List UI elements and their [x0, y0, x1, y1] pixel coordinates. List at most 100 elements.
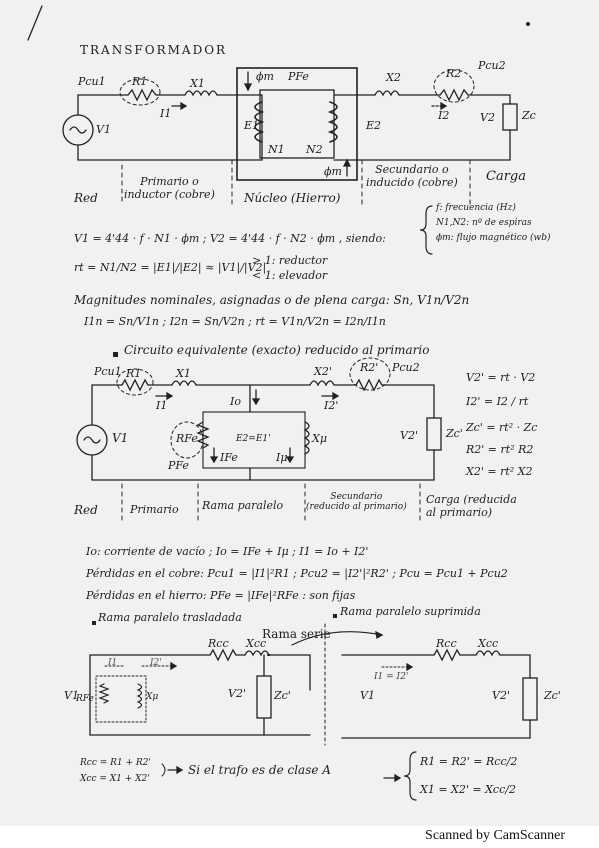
scanner-footer: Scanned by CamScanner	[0, 826, 599, 848]
fig2-e: E2=E1'	[236, 434, 271, 444]
fig1-caption-nucleo: Núcleo (Hierro)	[244, 191, 341, 205]
fig2-pcu1: Pcu1	[94, 365, 122, 378]
fig2-caption-carga: Carga (reducida al primario)	[426, 493, 517, 519]
fig4-v2p: V2'	[492, 689, 510, 702]
fig4-heading: Rama paralelo suprimida	[340, 605, 481, 618]
bullet-3	[333, 614, 337, 618]
fig2-r2p: R2'	[360, 361, 379, 374]
legend-freq: f: frecuencia (Hz)	[436, 203, 516, 213]
fig2-xmu: Xμ	[312, 432, 327, 445]
fig1-i2: I2	[438, 109, 450, 122]
fig1-caption-secundario: Secundario o inducido (cobre)	[366, 163, 458, 189]
formula-ratio: rt = N1/N2 = |E1|/|E2| ≈ |V1|/|V2|	[74, 261, 267, 274]
fig1-dividers	[121, 159, 471, 206]
fig1-zc: Zc	[522, 109, 536, 122]
fig4-zcp: Zc'	[544, 689, 561, 702]
fig2-rfe: RFe	[176, 432, 198, 445]
fig1-caption-carga: Carga	[486, 169, 526, 184]
fig3-v2p: V2'	[228, 687, 246, 700]
fig4-xcc: Xcc	[478, 637, 499, 650]
fig2-caption-secundario: Secundario (reducido al primario)	[306, 492, 407, 513]
fig2-circuit	[76, 357, 442, 481]
fig2-dividers	[121, 483, 421, 521]
fig2-caption-primario: Primario	[130, 503, 179, 516]
small-brace	[161, 763, 166, 777]
result-x: X1 = X2' = Xcc/2	[420, 783, 516, 796]
section-heading-exact: Circuito equivalente (exacto) reducido a…	[124, 343, 430, 357]
fig3-xcc: Xcc	[246, 637, 267, 650]
ratio-reductor: > 1: reductor	[252, 254, 328, 267]
fig2-eq-r2p: R2' = rt² R2	[466, 443, 534, 456]
fig1-e1: E1	[244, 119, 260, 132]
fig2-pcu2: Pcu2	[392, 361, 420, 374]
fig1-primary-circuit	[62, 78, 263, 161]
formula-currents: I1n = Sn/V1n ; I2n = Sn/V2n ; rt = V1n/V…	[84, 315, 386, 328]
bullet-2	[92, 621, 96, 625]
fig3-v1: V1	[64, 689, 79, 702]
legend-turns: N1,N2: nº de espiras	[436, 218, 532, 228]
fig2-io: Io	[230, 395, 241, 408]
fig2-eq-zcp: Zc' = rt² · Zc	[466, 421, 538, 434]
fig1-n2: N2	[306, 143, 323, 156]
result-brace	[403, 751, 417, 801]
fig1-i1: I1	[160, 107, 172, 120]
fig1-caption-red: Red	[74, 191, 98, 205]
fig4-current: I1 = I2'	[374, 672, 409, 682]
fig2-eq-x2p: X2' = rt² X2	[466, 465, 533, 478]
fig1-x1: X1	[190, 77, 205, 90]
result-r: R1 = R2' = Rcc/2	[420, 755, 518, 768]
fig1-v1: V1	[96, 123, 111, 136]
page-title: TRANSFORMADOR	[80, 43, 228, 57]
formula-voltages: V1 = 4'44 · f · N1 · ϕm ; V2 = 4'44 · f …	[74, 232, 386, 245]
fig3-circuit	[89, 648, 311, 736]
fig3-i2p: I2'	[150, 658, 162, 668]
fig3-xmu: Xμ	[146, 692, 159, 702]
fig2-caption-rama: Rama paralelo	[202, 499, 284, 512]
fig1-v2: V2	[480, 111, 495, 124]
fig2-v1: V1	[112, 431, 129, 445]
fig3-rama-serie: Rama serie	[262, 627, 331, 641]
fig1-pcu2: Pcu2	[478, 59, 506, 72]
fig1-pfe: PFe	[288, 70, 309, 83]
fig3-rcc: Rcc	[208, 637, 229, 650]
fig2-i1: I1	[156, 399, 168, 412]
legend-flux: ϕm: flujo magnético (wb)	[436, 233, 551, 243]
fig2-eq-i2p: I2' = I2 / rt	[466, 395, 529, 408]
scanned-page: TRANSFORMADOR Pcu1 R1 X1 I1 V1 E1 ϕm PFe…	[0, 0, 599, 826]
eq-rcc: Rcc = R1 + R2'	[80, 758, 151, 768]
note-no-load: Io: corriente de vacío ; Io = IFe + Iμ ;…	[86, 545, 369, 558]
fig1-n1: N1	[268, 143, 285, 156]
bullet-1	[113, 352, 118, 357]
fig1-phi-bot: ϕm	[324, 165, 342, 178]
fig1-r1: R1	[132, 75, 148, 88]
fig2-r1: R1	[126, 367, 142, 380]
fig1-core	[236, 67, 358, 181]
fig1-x2: X2	[386, 71, 401, 84]
fig4-circuit	[341, 648, 538, 739]
condition-class-a: Si el trafo es de clase A	[188, 763, 331, 777]
note-copper-loss: Pérdidas en el cobre: Pcu1 = |I1|²R1 ; P…	[86, 567, 508, 580]
fig2-imu: Iμ	[276, 451, 288, 464]
legend-brace	[419, 205, 433, 255]
fig4-rcc: Rcc	[436, 637, 457, 650]
ratio-elevador: < 1: elevador	[252, 269, 328, 282]
stray-dot	[526, 22, 530, 26]
fig2-v2p: V2'	[400, 429, 418, 442]
stray-pen-mark	[27, 5, 43, 41]
fig1-phi-top: ϕm	[256, 70, 274, 83]
note-iron-loss: Pérdidas en el hierro: PFe = |IFe|²RFe :…	[86, 589, 356, 602]
eq-xcc: Xcc = X1 + X2'	[80, 774, 150, 784]
fig3-rfe: RFe	[76, 694, 94, 704]
fig1-caption-primario: Primario o inductor (cobre)	[124, 175, 215, 201]
fig4-v1: V1	[360, 689, 375, 702]
fig3-zcp: Zc'	[274, 689, 291, 702]
fig1-r2: R2	[446, 67, 462, 80]
fig2-zcp: Zc'	[446, 427, 463, 440]
fig2-ife: IFe	[220, 451, 238, 464]
fig2-i2p: I2'	[324, 399, 339, 412]
fig1-e2: E2	[366, 119, 382, 132]
fig2-pfe: PFe	[168, 459, 189, 472]
fig2-x2p: X2'	[314, 365, 332, 378]
fig3-heading: Rama paralelo trasladada	[98, 611, 242, 624]
fig1-pcu1: Pcu1	[78, 75, 106, 88]
